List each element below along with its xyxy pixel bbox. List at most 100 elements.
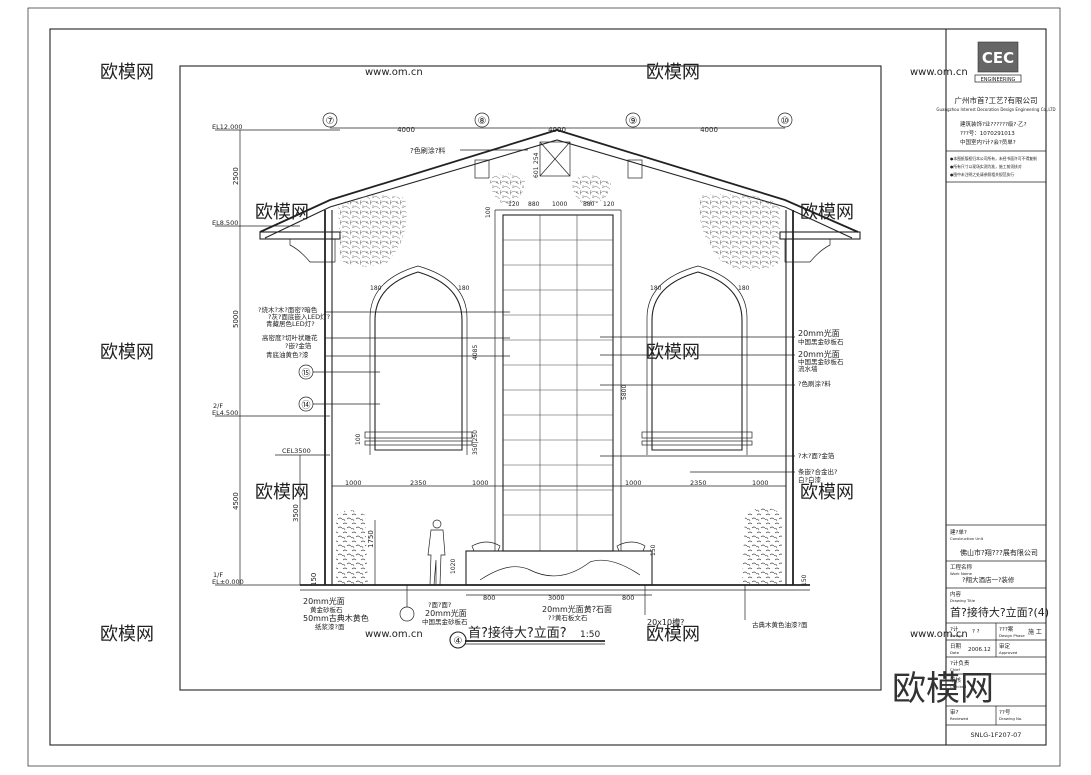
callout-text: 20mm光面 (798, 328, 840, 338)
callout-marker: ⑮ (301, 368, 310, 379)
qualification-line: 中国室内?计?会?员单? (960, 138, 1016, 146)
grid-axis-label: ⑦ (326, 116, 335, 127)
row-label-en: Design (950, 633, 964, 638)
dimension-label: 1020 (450, 559, 457, 574)
field-label-en: Drawing Title (950, 598, 976, 603)
dimension-label: 1000 (625, 479, 642, 487)
row-label: 日期 (950, 643, 962, 650)
building-elevation: 254 601 120 880 1000 (259, 129, 861, 602)
row-label: ?计负责 (950, 659, 970, 667)
logo-text: CEC (982, 49, 1014, 67)
field-label: 建?单? (950, 528, 967, 536)
dimension-label: 5800 (621, 385, 628, 400)
drawing-marker: ④ (454, 636, 463, 647)
dimension-label: 4500 (232, 492, 240, 510)
stone-texture (338, 195, 407, 267)
callout-text: 青藏居色LED灯? (266, 319, 315, 328)
watermark-text: 欧模网 (100, 342, 154, 363)
level-label: EL8.500 (212, 219, 238, 227)
watermark-text: 欧模网 (800, 202, 854, 223)
dimension-label: 601 (533, 166, 540, 178)
dimension-label: 120 (603, 201, 615, 208)
company-logo (977, 41, 1019, 73)
bush-texture (336, 510, 368, 585)
callout-text: 青底油黄色?漆 (266, 350, 309, 359)
drawing-number: SNLG-1F207-07 (971, 731, 1022, 739)
callout-text: 20mm光面 (798, 349, 840, 359)
row-label: 审? (950, 708, 959, 716)
callout-text: 流水墙 (798, 364, 818, 373)
level-label: EL12.000 (212, 123, 242, 131)
callout-text: 黄金砂板石 (310, 605, 343, 614)
row-value: ? ? (972, 629, 980, 635)
dimension-label: 180 (738, 285, 750, 292)
logo-subtext: ENGINEERING (981, 77, 1016, 83)
field-label: 工程名称 (950, 563, 973, 571)
outer-frame (27, 7, 1061, 767)
row-label-en: Chief (950, 667, 960, 672)
drawing-title: 首?接待大?立面? (468, 625, 567, 641)
level-label: EL4.500 (212, 409, 238, 417)
dimension-label: 3000 (548, 594, 565, 602)
watermark-text: 欧模网 (255, 202, 309, 223)
note-line: ●图中未注明之处请参照相关规范执行 (950, 172, 1014, 177)
level-label: CEL3500 (282, 447, 311, 455)
callout-text: 古典木黄色油漆?面 (752, 620, 808, 629)
watermark-text: 欧模网 (100, 62, 154, 83)
dimension-label: 100 (355, 433, 362, 445)
watermark-url: www.om.cn (910, 67, 968, 78)
dimension-label: 254 (533, 152, 540, 164)
brand-watermark-large: 欧模网 (892, 669, 994, 709)
dimension-label: 5000 (232, 310, 240, 328)
callout-text: 白?白漆 (798, 475, 821, 484)
watermark-url: www.om.cn (365, 67, 423, 78)
watermark-text: 欧模网 (800, 482, 854, 503)
human-figure (427, 519, 446, 586)
level-label: 1/F (213, 571, 223, 579)
grid-axis-label: ⑨ (629, 116, 638, 127)
callout-text: 纸浆漆?面 (315, 622, 345, 631)
callout-text: 20mm光面 (425, 608, 467, 618)
qualification-line: ???号：1070291013 (960, 130, 1015, 137)
note-line: ●本图纸版权归本公司所有，未经书面许可不得复制 (950, 156, 1037, 161)
stone-texture (572, 175, 612, 206)
callout-text: 中国黑金砂板石 (422, 617, 468, 626)
row-label-en: Approved (999, 650, 1018, 655)
callout-text: 条嵌?合金出? (798, 467, 837, 476)
dimension-label: 1000 (552, 201, 567, 208)
dimension-label: 180 (458, 285, 470, 292)
watermark-text: 欧模网 (255, 482, 309, 503)
callout-text: 中国黑金砂板石 (798, 337, 844, 346)
dimension-label: 150 (650, 544, 657, 556)
dimension-label: 2350 (410, 479, 427, 487)
dimension-label: 1000 (752, 479, 769, 487)
dimension-label: 180 (370, 285, 382, 292)
drawing-viewport (179, 65, 882, 691)
dimension-label: 800 (622, 594, 634, 602)
row-value: 施 工 (1028, 628, 1042, 636)
callout-text: 中国黑金砂板石 (798, 357, 844, 366)
inner-frame (49, 28, 1047, 746)
stone-texture (699, 193, 780, 271)
drawing-scale: 1:50 (580, 630, 600, 640)
level-label: EL±0.000 (212, 578, 244, 586)
row-label: 审核 (950, 676, 962, 684)
dimension-label: 800 (483, 594, 495, 602)
company-name: 广州市首?工艺?有限公司 (955, 95, 1038, 105)
row-label: ?计 (950, 625, 959, 633)
row-label: ??号 (999, 709, 1011, 716)
row-label-en: Checked (950, 684, 967, 689)
dimension-label: 120 (508, 201, 520, 208)
note-line: ●所有尺寸以现场实测为准，施工前须核对 (950, 164, 1022, 169)
watermark-text: 欧模网 (100, 624, 154, 645)
row-value: 2006.12 (968, 647, 991, 653)
dimension-label: 880 (583, 201, 595, 208)
row-label: 审定 (999, 642, 1011, 650)
construction-unit: 佛山市?翔???展有限公司 (960, 548, 1038, 557)
callout-text: ?嵌?金箔 (285, 341, 312, 350)
callout-text: ?色刷涂?料 (410, 146, 445, 155)
callout-text: ?色刷涂?料 (798, 379, 831, 388)
callout-text: ?灰?面底嵌入LED灯? (268, 312, 330, 321)
dimension-label: 3500 (292, 504, 300, 522)
